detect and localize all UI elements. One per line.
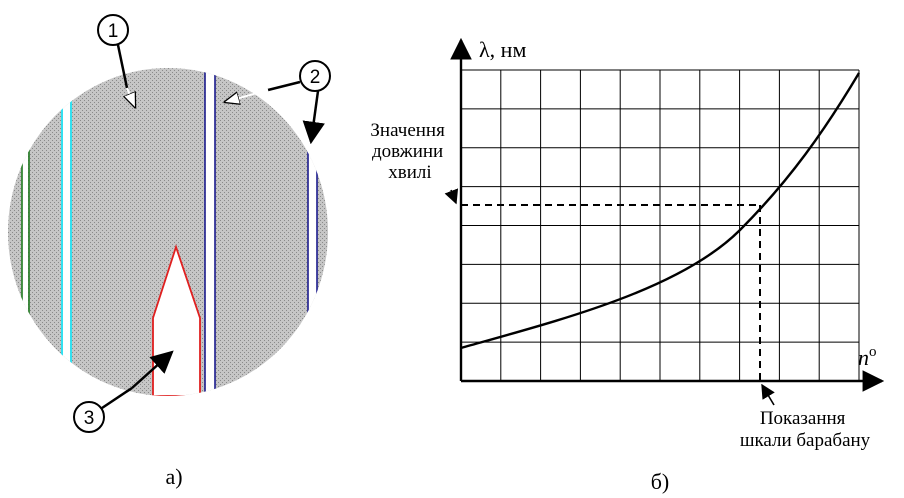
drum-scale-annotation: Показання шкали барабану xyxy=(740,408,871,451)
callout-1-arrow xyxy=(127,87,135,107)
x-annotation-arrow xyxy=(761,383,775,406)
spectral-line-blue-halo xyxy=(205,68,215,396)
panel-a-eyepiece-view: 1 2 3 а) xyxy=(8,14,331,489)
field-of-view-circle xyxy=(8,68,328,396)
x-axis-label: nо xyxy=(858,344,877,370)
panel-a-caption: а) xyxy=(165,464,182,489)
callout-1-circle xyxy=(97,14,129,46)
y-axis-label: λ, нм xyxy=(479,37,526,62)
callout-2-label: 2 xyxy=(310,67,321,88)
panel-b-calibration-chart: λ, нм nо Значення довжини хвилі Показанн… xyxy=(370,37,885,494)
spectral-line-violet-halo xyxy=(308,100,317,396)
calibration-curve xyxy=(460,72,861,350)
callout-2-arrow-black xyxy=(302,90,325,145)
panel-b-caption: б) xyxy=(651,469,670,494)
callout-3-circle xyxy=(73,401,105,433)
y-annotation-arrow xyxy=(444,188,459,205)
wavelength-value-annotation: Значення довжини хвилі xyxy=(370,120,449,183)
callout-3-label: 3 xyxy=(84,408,95,429)
callout-2-arrow-white xyxy=(225,89,269,102)
spectral-line-cyan-halo xyxy=(61,68,72,396)
chart-grid xyxy=(461,69,860,381)
callout-3-arrow xyxy=(131,350,174,389)
callout-1-label: 1 xyxy=(108,21,119,42)
callout-2-circle xyxy=(299,60,331,92)
